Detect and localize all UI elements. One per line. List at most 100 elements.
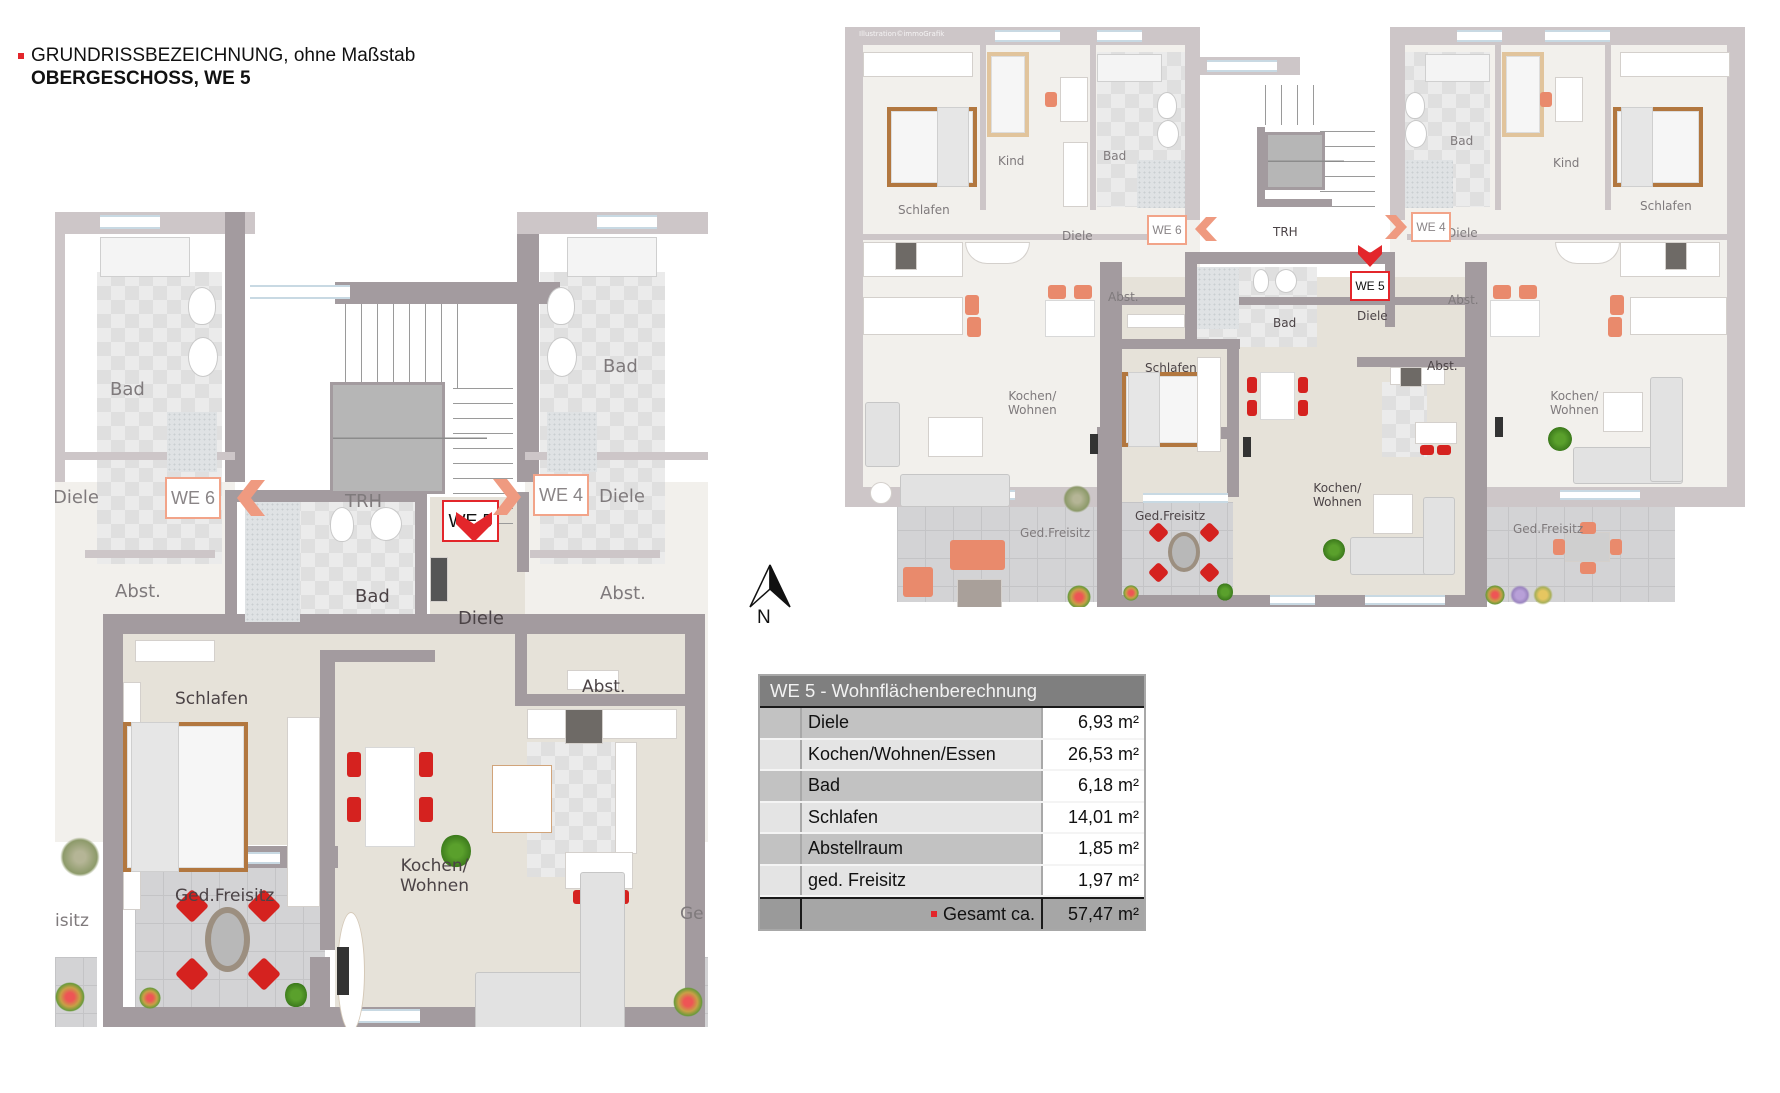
wall bbox=[517, 212, 539, 482]
wardrobe bbox=[287, 717, 320, 907]
flower-pot bbox=[1510, 585, 1530, 605]
coffee-table bbox=[928, 417, 983, 457]
bed-cover bbox=[1128, 372, 1160, 447]
tv bbox=[1495, 417, 1503, 437]
chair bbox=[347, 797, 361, 822]
double-bed bbox=[887, 107, 977, 187]
wall bbox=[863, 234, 1183, 240]
we5-wall bbox=[1227, 347, 1239, 497]
wall bbox=[335, 282, 560, 304]
we5-sink bbox=[370, 507, 402, 541]
table-cell-blank bbox=[760, 899, 802, 929]
we5-wall bbox=[1385, 252, 1395, 327]
dining-table bbox=[1045, 300, 1095, 337]
chair bbox=[347, 752, 361, 777]
wall bbox=[845, 27, 863, 507]
kitchen-counter bbox=[1630, 297, 1727, 335]
chair bbox=[1608, 317, 1622, 337]
table-row: Abstellraum 1,85 m² bbox=[760, 834, 1144, 866]
chevron-left-icon bbox=[1195, 217, 1217, 241]
flower-pot bbox=[139, 987, 161, 1009]
room-label: Kochen/ Wohnen bbox=[400, 856, 469, 896]
we5-toilet bbox=[1253, 269, 1269, 293]
room-label: isitz bbox=[55, 911, 89, 931]
wall bbox=[530, 550, 660, 558]
room-label: Abst. bbox=[1448, 293, 1479, 307]
room-label: Diele bbox=[1447, 226, 1478, 240]
room-label-line: Wohnen bbox=[1313, 494, 1362, 509]
wall bbox=[55, 452, 235, 460]
flower-pot bbox=[1485, 585, 1505, 605]
terrace-table bbox=[1168, 532, 1200, 572]
room-label: Ge bbox=[680, 904, 704, 924]
window bbox=[1545, 30, 1610, 42]
room-label: Diele bbox=[55, 487, 100, 508]
room-name: ged. Freisitz bbox=[802, 865, 1043, 895]
wall bbox=[1495, 45, 1501, 210]
tv bbox=[1090, 434, 1098, 454]
desk-chair bbox=[1045, 92, 1057, 107]
toilet bbox=[1405, 92, 1425, 119]
room-name: Diele bbox=[802, 708, 1043, 738]
wall bbox=[525, 452, 708, 460]
sink bbox=[1405, 120, 1427, 148]
room-label: TRH bbox=[1273, 225, 1298, 239]
shower bbox=[1137, 160, 1185, 208]
shower bbox=[167, 412, 217, 472]
table-row: Kochen/Wohnen/Essen 26,53 m² bbox=[760, 739, 1144, 771]
room-label: Abst. bbox=[1108, 290, 1139, 304]
shower bbox=[1405, 160, 1453, 208]
sofa-corner bbox=[580, 872, 625, 1027]
bed-cover bbox=[1621, 107, 1653, 187]
room-name: Schlafen bbox=[802, 802, 1043, 832]
we5-wall bbox=[415, 490, 427, 630]
window bbox=[1365, 595, 1445, 605]
we5-wall bbox=[515, 694, 687, 706]
we5-wall bbox=[310, 957, 330, 1027]
we5-wall bbox=[1100, 297, 1485, 305]
sofa bbox=[900, 474, 1010, 507]
chair bbox=[1493, 285, 1511, 299]
we5-sink bbox=[1275, 269, 1297, 293]
sink bbox=[1157, 120, 1179, 148]
room-label: Ged.Freisitz bbox=[1513, 522, 1584, 536]
tv bbox=[1243, 437, 1251, 457]
chair bbox=[1610, 295, 1624, 315]
flower-pot bbox=[1123, 585, 1139, 601]
room-label: Bad bbox=[1103, 149, 1127, 163]
stove bbox=[1665, 242, 1687, 270]
room-label-line: Kochen/ bbox=[1313, 481, 1362, 495]
window bbox=[1270, 595, 1315, 605]
unit-label-we4: WE 4 bbox=[533, 474, 589, 516]
stairs bbox=[1320, 127, 1375, 207]
desk-chair bbox=[1540, 92, 1552, 107]
room-label: Bad bbox=[603, 356, 638, 377]
side-table bbox=[870, 482, 892, 504]
room-label: TRH bbox=[345, 491, 383, 512]
plant bbox=[1323, 539, 1345, 561]
wardrobe bbox=[1197, 357, 1221, 452]
kitchen-floor bbox=[1382, 382, 1427, 457]
room-label-line: Kochen/ bbox=[400, 856, 469, 876]
wall bbox=[1257, 127, 1265, 207]
window bbox=[100, 215, 160, 229]
window bbox=[1560, 490, 1640, 500]
dining-table bbox=[365, 747, 415, 847]
chair bbox=[965, 295, 979, 315]
bed-cover bbox=[131, 722, 179, 872]
we5-toilet bbox=[330, 507, 354, 542]
mattress bbox=[1506, 56, 1540, 133]
desk bbox=[1555, 77, 1583, 122]
chair bbox=[1048, 285, 1066, 299]
room-area: 1,85 m² bbox=[1043, 834, 1144, 864]
room-label: Diele bbox=[599, 486, 646, 507]
we5-wall bbox=[335, 650, 435, 662]
single-bed bbox=[987, 52, 1029, 137]
we5-wall bbox=[1097, 427, 1105, 607]
kitchen-island bbox=[1415, 422, 1457, 444]
chair bbox=[419, 797, 433, 822]
dining-table bbox=[1260, 372, 1295, 420]
stove bbox=[895, 242, 917, 270]
wardrobe bbox=[1620, 52, 1730, 77]
heading-subtitle: OBERGESCHOSS, WE 5 bbox=[31, 68, 251, 89]
